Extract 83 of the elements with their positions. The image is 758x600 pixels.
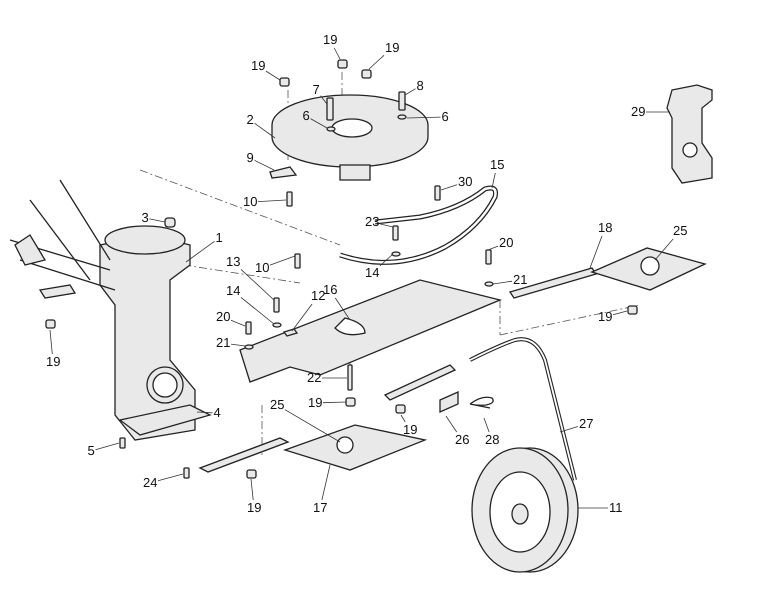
callout-number: 19 (251, 59, 266, 73)
callout-number: 5 (88, 444, 95, 458)
callout-number: 21 (216, 336, 230, 350)
callout-number: 6 (442, 110, 449, 124)
callout-number: 15 (490, 158, 504, 172)
callout-number: 23 (365, 215, 380, 229)
callout-number: 19 (385, 41, 400, 55)
leader-line (322, 464, 330, 500)
callout-number: 14 (226, 284, 240, 298)
callout-number: 19 (323, 33, 338, 47)
callout-number: 19 (598, 310, 612, 324)
leader-line (560, 426, 578, 432)
leader-line (186, 240, 215, 262)
callout-number: 25 (673, 224, 688, 238)
leader-line (254, 160, 274, 170)
callout-number: 14 (365, 266, 380, 280)
callout-number: 6 (302, 109, 310, 123)
leader-line (440, 184, 458, 190)
callout-number: 24 (143, 476, 158, 490)
callout-number: 28 (485, 433, 500, 447)
callout-number: 1 (216, 231, 223, 245)
callout-number: 26 (455, 433, 470, 447)
callout-number: 11 (609, 501, 622, 515)
callout-number: 20 (499, 236, 514, 250)
leader-line (240, 269, 274, 300)
callout-number: 8 (416, 79, 424, 93)
callout-number: 17 (313, 501, 328, 515)
callout-number: 22 (307, 371, 322, 385)
leader-line (446, 416, 458, 432)
callout-number: 25 (270, 398, 284, 412)
leader-line (492, 172, 496, 188)
leader-line (400, 414, 406, 422)
leader-line (492, 280, 512, 284)
callout-number: 4 (214, 406, 221, 420)
leader-line (380, 254, 394, 266)
leader-line (334, 48, 340, 60)
leader-line (654, 238, 674, 260)
leader-line (95, 442, 120, 450)
leader-line (334, 298, 350, 320)
leader-line (284, 409, 340, 442)
callout-number: 18 (598, 221, 612, 235)
callout-number: 9 (246, 151, 254, 165)
callout-number: 20 (216, 310, 230, 324)
leader-line (266, 70, 280, 80)
leader-line (254, 122, 276, 138)
leader-line (292, 304, 312, 332)
leader-line (158, 474, 184, 482)
leader-line (240, 297, 274, 324)
callout-number: 13 (226, 255, 240, 269)
leader-line (322, 402, 346, 404)
callout-number: 12 (311, 289, 326, 303)
callout-number: 2 (246, 113, 254, 127)
leader-line (196, 412, 213, 414)
leader-line (310, 118, 328, 128)
callout-number: 19 (308, 396, 322, 410)
callout-number: 16 (323, 283, 338, 297)
callout-number: 10 (243, 195, 258, 209)
leader-line (230, 320, 246, 326)
leader-line (230, 344, 246, 346)
leader-line (368, 54, 384, 70)
callout-number: 30 (458, 175, 472, 189)
leader-line (484, 418, 490, 432)
leader-line (320, 95, 328, 104)
leader-line (258, 200, 286, 202)
leader-line (488, 246, 498, 250)
callout-number: 19 (247, 501, 262, 515)
callout-number: 27 (579, 417, 594, 431)
leader-line (404, 88, 416, 96)
leader-line (406, 116, 441, 118)
callout-number: 3 (142, 211, 149, 225)
leader-line (270, 256, 296, 266)
callout-number: 10 (255, 261, 270, 275)
leader-line (250, 478, 254, 500)
leader-line (50, 330, 53, 354)
callout-number: 7 (312, 83, 320, 97)
leader-line (590, 236, 602, 268)
callout-number: 19 (403, 423, 418, 437)
callout-number: 19 (46, 355, 60, 369)
leader-line (149, 218, 166, 222)
leader-line (380, 224, 394, 228)
leader-line (612, 310, 628, 316)
callout-number: 29 (631, 105, 646, 119)
callout-number: 21 (513, 273, 528, 287)
